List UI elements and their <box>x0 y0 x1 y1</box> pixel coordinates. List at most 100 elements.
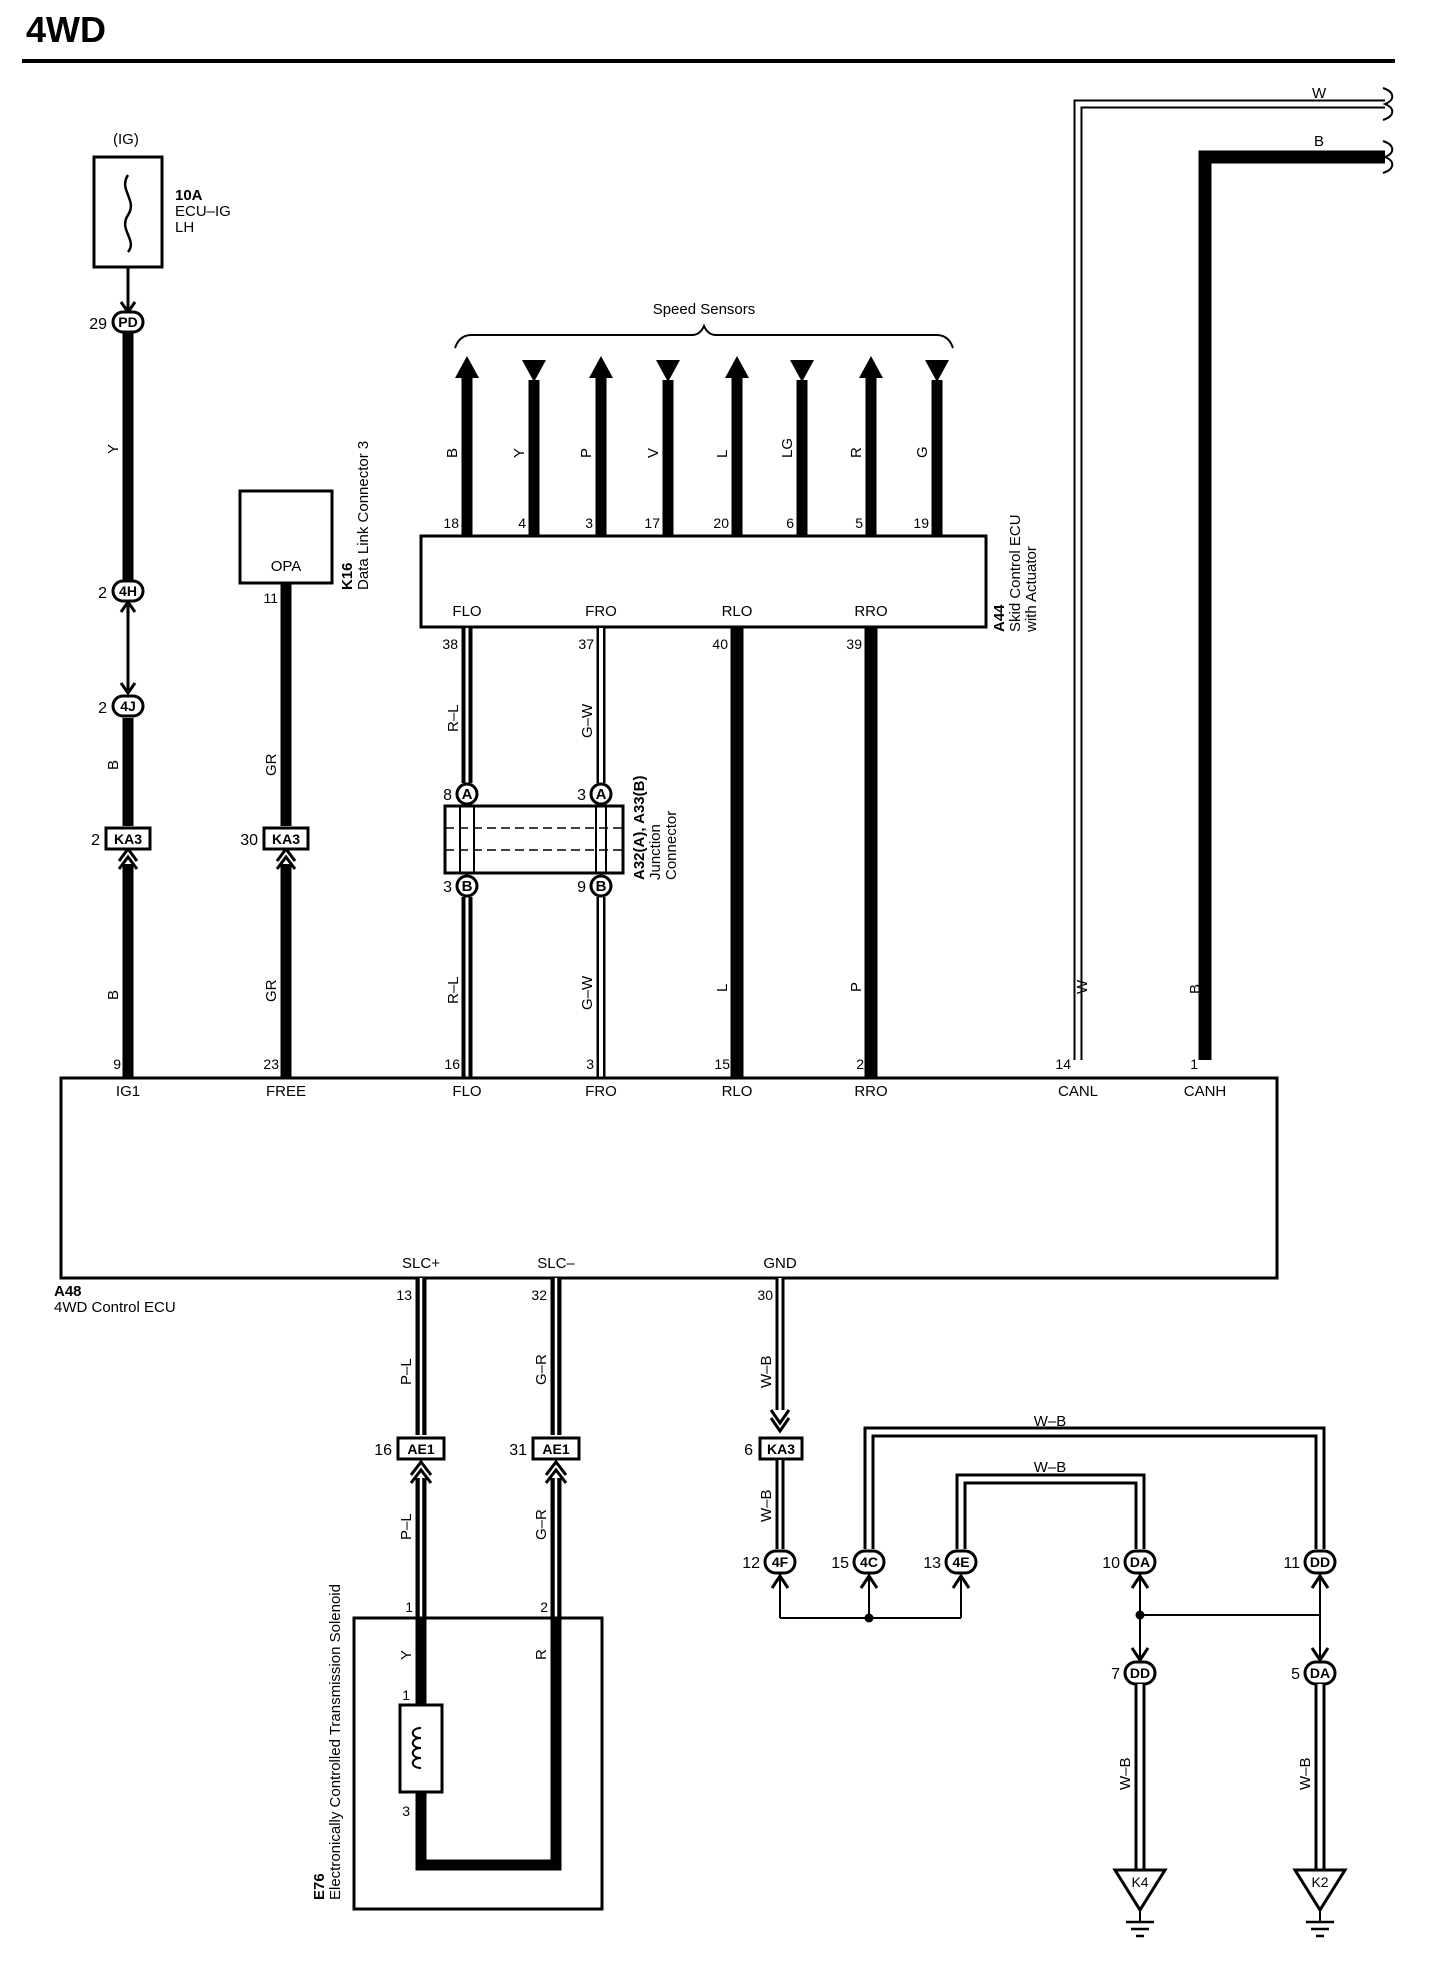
ground-junction-pin-2: 13 <box>923 1555 941 1572</box>
fuse-source: (IG) <box>113 131 139 148</box>
junction-a-pin-1: 8 <box>443 787 452 804</box>
lower-junction-0: DD7 <box>1111 1660 1157 1686</box>
ecu-name: 4WD Control ECU <box>54 1299 176 1316</box>
sensor-color-6: R <box>848 447 865 458</box>
arrow-up-icon <box>589 356 613 378</box>
junction-b-letter-2: B <box>596 878 607 895</box>
arrow-up-icon <box>455 356 479 378</box>
sensor-pin-1: 4 <box>518 515 526 531</box>
ground-k4-label: K4 <box>1131 1874 1148 1890</box>
ecu-pin-5: 2 <box>856 1056 864 1072</box>
skid-out-pin-flo: 38 <box>442 636 458 652</box>
speed-sensors-brace <box>454 323 954 349</box>
ground-junction-code-4: DD <box>1310 1554 1330 1570</box>
solenoid-pin-right: 2 <box>540 1599 548 1615</box>
ecu-pin-slc-minus: 32 <box>531 1287 547 1303</box>
ground-junction-3: DA 10 <box>1102 1549 1157 1575</box>
junction-connector: A A B B 8 3 3 9 A32(A), A33(B) Junction … <box>443 776 680 898</box>
canh-color: B <box>1187 984 1204 994</box>
slcp-color-top: P–L <box>398 1358 415 1385</box>
skid-ecu-code: A44 <box>991 604 1008 632</box>
skid-out-pin-rlo: 40 <box>712 636 728 652</box>
ecu-term-slc-plus: SLC+ <box>402 1255 440 1272</box>
fuse-ecu-ig-lh: (IG) 10A ECU–IG LH <box>92 131 231 269</box>
dlc-pin: 11 <box>263 590 278 606</box>
cable-break-b <box>1382 140 1394 174</box>
lower-junction-1: DA5 <box>1291 1660 1337 1686</box>
cable-label-w: W <box>1312 85 1327 102</box>
lower-junction-pin-1: 5 <box>1291 1666 1300 1683</box>
speed-sensor-wire-6: R5RR+ <box>848 356 886 560</box>
j4-pin: 2 <box>98 700 107 717</box>
ae1-right-code: AE1 <box>542 1441 569 1457</box>
slcp-color-low: P–L <box>398 1513 415 1540</box>
ecu-terminal-7: CANH <box>1184 1083 1227 1100</box>
pd-code: PD <box>118 314 137 330</box>
ecu-terminal-4: RLO <box>722 1083 753 1100</box>
rlo-rro-wires: L P W B <box>714 628 1204 1078</box>
ground-junction-code-3: DA <box>1130 1554 1150 1570</box>
arrow-up-icon <box>859 356 883 378</box>
ecu-pin-gnd: 30 <box>757 1287 773 1303</box>
speed-sensors-header: Speed Sensors <box>653 301 756 318</box>
ka3-ig-pin: 2 <box>91 832 100 849</box>
ecu-pin-6: 14 <box>1055 1056 1071 1072</box>
solenoid-inner-left-color: Y <box>398 1650 415 1660</box>
speed-sensor-wire-1: Y4FL– <box>511 360 548 560</box>
solenoid-pin-left: 1 <box>405 1599 413 1615</box>
transmission-solenoid: Y R 1 3 E76 Electronically Controlled Tr… <box>311 1584 604 1911</box>
skid-out-pin-fro: 37 <box>578 636 594 652</box>
ecu-pin-4: 15 <box>714 1056 730 1072</box>
sensor-color-4: L <box>714 450 731 458</box>
flo-fro-wires: R–L G–W R–L G–W <box>445 628 606 1078</box>
speed-sensor-wire-0: B18FL+ <box>443 356 480 560</box>
speed-sensor-wires: B18FL+Y4FL–P3FR+V17FR–L20RL+LG6RL–R5RR+G… <box>443 356 953 560</box>
flo-color-low: R–L <box>445 976 462 1004</box>
junction-name-line2: Connector <box>663 811 680 880</box>
free-color-low: GR <box>263 979 280 1002</box>
cable-label-b: B <box>1314 133 1324 150</box>
slcm-color-top: G–R <box>533 1354 550 1385</box>
ground-point-k4: K4 <box>1112 1868 1168 1938</box>
ecu-term-gnd: GND <box>763 1255 797 1272</box>
ground-junction-pin-0: 12 <box>742 1555 760 1572</box>
free-wire: GR GR <box>263 584 297 1078</box>
skid-out-fro: FRO <box>585 603 617 620</box>
ka3-gnd-code: KA3 <box>767 1441 795 1457</box>
lower-junction-code-0: DD <box>1130 1665 1150 1681</box>
fro-color-low: G–W <box>579 975 596 1010</box>
ae1-right-pin: 31 <box>509 1442 527 1459</box>
ground-junction-code-1: 4C <box>860 1554 878 1570</box>
speed-sensor-wire-5: LG6RL– <box>779 360 816 560</box>
junction-a-letter-2: A <box>596 786 607 803</box>
ecu-terminal-1: FREE <box>266 1083 306 1100</box>
loop-outer-color: W–B <box>1034 1413 1067 1430</box>
coil-top-pin: 1 <box>402 1687 410 1703</box>
sensor-pin-4: 20 <box>713 515 729 531</box>
gnd-color-top: W–B <box>758 1355 775 1388</box>
ground-junction-1: 4C 15 <box>831 1549 886 1575</box>
free-color-top: GR <box>263 753 280 776</box>
sensor-color-2: P <box>578 448 595 458</box>
ground-junction-code-0: 4F <box>772 1554 789 1570</box>
solenoid-coil-icon <box>411 1727 422 1769</box>
skid-ecu-name-line2: with Actuator <box>1023 546 1040 633</box>
coil-bottom-pin: 3 <box>402 1803 410 1819</box>
ground-junction-pin-3: 10 <box>1102 1555 1120 1572</box>
skid-out-rlo: RLO <box>722 603 753 620</box>
ecu-pin-0: 9 <box>113 1056 121 1072</box>
ecu-terminal-3: FRO <box>585 1083 617 1100</box>
sensor-pin-2: 3 <box>585 515 593 531</box>
gnd-color-mid: W–B <box>758 1489 775 1522</box>
speed-sensor-wire-3: V17FR– <box>644 360 683 560</box>
ground-junction-pin-1: 15 <box>831 1555 849 1572</box>
skid-control-ecu: FLO FRO RLO RRO 38 37 40 39 A44 Skid Con… <box>419 514 1040 652</box>
flo-color-top: R–L <box>445 704 462 732</box>
junction-b-pin-1: 3 <box>443 879 452 896</box>
ecu-terminal-5: RRO <box>854 1083 887 1100</box>
ecu-term-slc-minus: SLC– <box>537 1255 575 1272</box>
sensor-pin-0: 18 <box>443 515 459 531</box>
ka3-ig-code: KA3 <box>114 831 142 847</box>
4wd-control-ecu: 9IG123FREE16FLO3FRO15RLO2RRO14CANL1CANH … <box>54 1056 1279 1316</box>
